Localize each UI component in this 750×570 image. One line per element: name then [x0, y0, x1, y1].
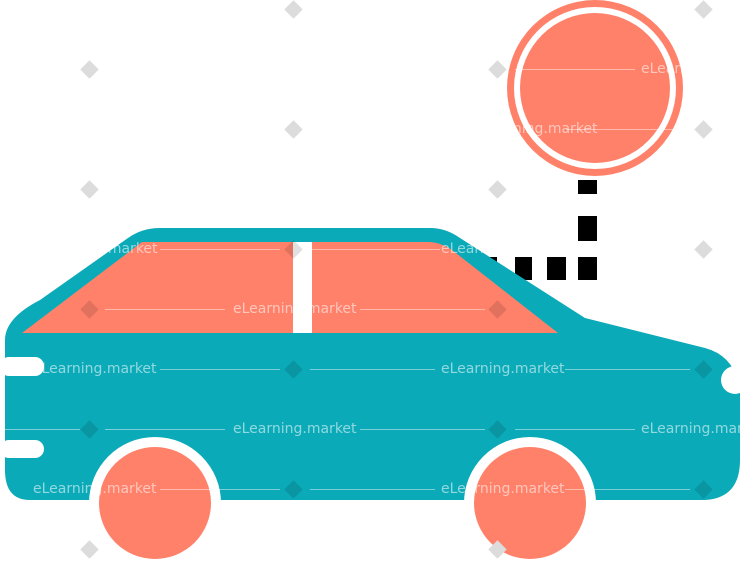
route-dot: [578, 257, 597, 280]
front-window: [22, 242, 293, 333]
route-dot: [578, 216, 597, 241]
front-wheel: [99, 447, 211, 559]
dotted-route: [489, 180, 597, 280]
foglight-stripe: [0, 440, 44, 458]
rear-wheel: [474, 447, 586, 559]
route-dot: [578, 180, 597, 194]
car-icon: [0, 228, 749, 569]
window-pillar: [293, 242, 312, 333]
route-dot: [515, 257, 532, 280]
pin-inner-fill: [520, 13, 670, 163]
headlight-stripe: [0, 357, 44, 376]
location-pin-icon: [507, 0, 683, 176]
rear-window: [312, 242, 558, 333]
taillight: [721, 366, 749, 394]
route-dot: [547, 257, 566, 280]
